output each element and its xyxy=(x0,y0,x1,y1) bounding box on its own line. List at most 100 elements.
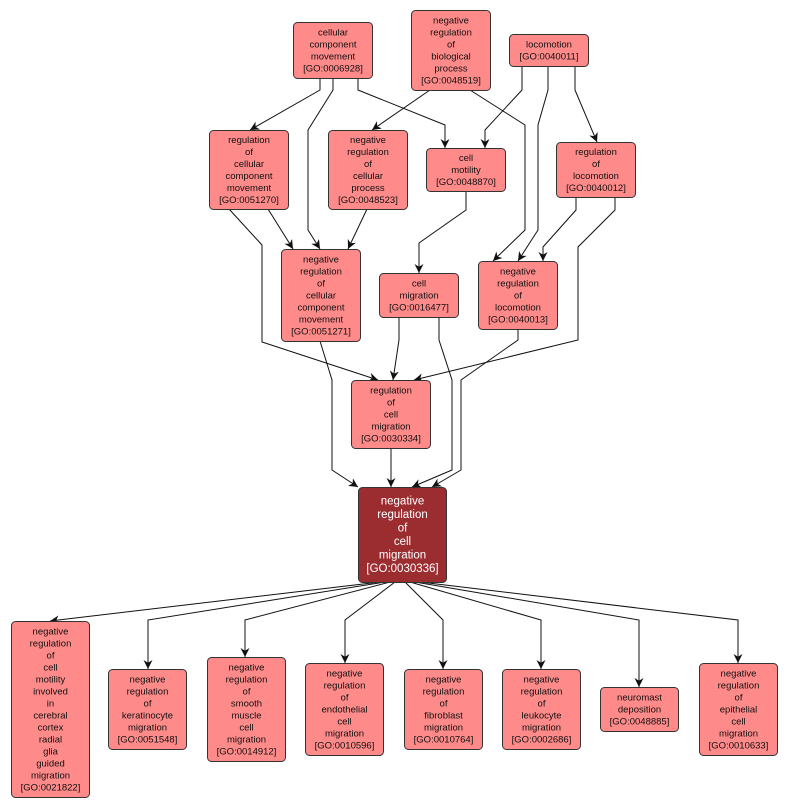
node-box xyxy=(600,687,679,732)
edge-arrow xyxy=(357,78,450,148)
go-id-label: [GO:0051271] xyxy=(291,326,351,337)
term-label-line: migration xyxy=(399,290,438,301)
term-label-line: biological xyxy=(431,51,471,62)
term-label-line: regulation xyxy=(377,509,428,521)
term-label-line: cell xyxy=(731,716,745,727)
term-label-line: regulation xyxy=(423,686,465,697)
node-box xyxy=(699,663,778,756)
go-term-node[interactable]: negativeregulationoflocomotion[GO:004001… xyxy=(478,261,558,330)
go-term-node[interactable]: negativeregulationofbiologicalprocess[GO… xyxy=(411,10,491,91)
term-label-line: cell xyxy=(337,716,351,727)
term-label-line: regulation xyxy=(370,385,412,396)
term-label-line: cerebral xyxy=(33,710,67,721)
edge-arrow xyxy=(469,89,526,262)
term-label-line: keratinocyte xyxy=(122,710,173,721)
go-term-node[interactable]: negativeregulationofcellularcomponentmov… xyxy=(281,249,361,342)
term-label-line: glia xyxy=(43,746,59,757)
node-box xyxy=(293,22,373,79)
node-box xyxy=(207,657,286,762)
term-label-line: negative xyxy=(524,674,560,685)
term-label-line: negative xyxy=(33,626,69,637)
term-label-line: of xyxy=(735,692,743,703)
edge-arrow xyxy=(143,581,386,669)
term-label-line: migration xyxy=(371,421,410,432)
term-label-line: locomotion xyxy=(573,171,619,182)
term-label-line: regulation xyxy=(347,147,389,158)
term-label-line: process xyxy=(434,63,468,74)
node-box xyxy=(509,34,589,67)
go-term-node[interactable]: negativeregulationofsmoothmusclecellmigr… xyxy=(207,657,286,762)
edge-arrow xyxy=(413,197,616,383)
term-label-line: regulation xyxy=(226,674,268,685)
term-label-line: negative xyxy=(327,668,363,679)
term-label-line: regulation xyxy=(324,680,366,691)
go-id-label: [GO:0040012] xyxy=(566,183,626,194)
go-id-label: [GO:0030334] xyxy=(361,433,421,444)
go-id-label: [GO:0051270] xyxy=(219,195,279,206)
term-label-line: regulation xyxy=(521,686,563,697)
term-label-line: migration xyxy=(719,728,758,739)
term-label-line: cell xyxy=(412,278,426,289)
term-label-line: negative xyxy=(229,662,265,673)
edge-arrow xyxy=(307,78,334,250)
go-id-label: [GO:0040013] xyxy=(488,314,548,325)
edge-arrow xyxy=(347,208,368,250)
go-id-label: [GO:0016477] xyxy=(389,302,449,313)
go-term-node[interactable]: negativeregulationofcellularprocess[GO:0… xyxy=(328,130,408,210)
node-box xyxy=(426,148,506,192)
term-label-line: negative xyxy=(500,266,536,277)
go-id-label: [GO:0014912] xyxy=(217,746,277,757)
node-box xyxy=(305,663,384,756)
go-term-node[interactable]: negativeregulationoffibroblastmigration[… xyxy=(404,669,483,750)
term-label-line: movement xyxy=(227,183,272,194)
go-id-label: [GO:0048870] xyxy=(436,177,496,188)
go-term-node[interactable]: negativeregulationofcellmotilityinvolved… xyxy=(11,621,90,798)
edge-arrow xyxy=(409,581,546,669)
edge-arrow xyxy=(419,581,743,663)
term-label-line: negative xyxy=(303,254,339,265)
go-id-label: [GO:0048523] xyxy=(338,195,398,206)
go-term-node[interactable]: negativeregulationofkeratinocytemigratio… xyxy=(108,669,187,750)
go-term-node[interactable]: negativeregulationofleukocytemigration[G… xyxy=(502,669,581,750)
node-box xyxy=(478,261,558,330)
term-label-line: negative xyxy=(426,674,462,685)
term-label-line: migration xyxy=(424,722,463,733)
go-id-label: [GO:0051548] xyxy=(118,734,178,745)
go-id-label: [GO:0021822] xyxy=(21,782,81,793)
edge-arrow xyxy=(517,66,549,262)
go-term-node[interactable]: negativeregulationofendothelialcellmigra… xyxy=(305,663,384,756)
term-label-line: of xyxy=(538,698,546,709)
term-label-line: migration xyxy=(128,722,167,733)
term-label-line: cell xyxy=(394,536,411,548)
go-id-label: [GO:0002686] xyxy=(512,734,572,745)
node-box xyxy=(404,669,483,750)
go-term-node[interactable]: negativeregulationofcellmigration[GO:003… xyxy=(358,487,447,583)
term-label-line: deposition xyxy=(618,704,661,715)
term-label-line: involved xyxy=(33,686,68,697)
term-label-line: regulation xyxy=(30,638,72,649)
term-label-line: endothelial xyxy=(322,704,368,715)
term-label-line: movement xyxy=(299,314,344,325)
edge-arrow xyxy=(319,340,359,488)
go-term-node[interactable]: regulationofcellularcomponentmovement[GO… xyxy=(209,130,289,210)
edge-arrow xyxy=(574,66,598,143)
term-label-line: migration xyxy=(31,770,70,781)
term-label-line: component xyxy=(309,39,356,50)
go-term-node[interactable]: negativeregulationofepithelialcellmigrat… xyxy=(699,663,778,756)
edge-arrow xyxy=(249,78,321,131)
term-label-line: migration xyxy=(227,734,266,745)
node-box xyxy=(502,669,581,750)
edge-arrow xyxy=(340,581,396,663)
term-label-line: regulation xyxy=(575,147,617,158)
go-term-node[interactable]: locomotion[GO:0040011] xyxy=(509,34,589,67)
term-label-line: of xyxy=(514,290,522,301)
edge-arrow xyxy=(414,191,467,273)
term-label-line: negative xyxy=(130,674,166,685)
